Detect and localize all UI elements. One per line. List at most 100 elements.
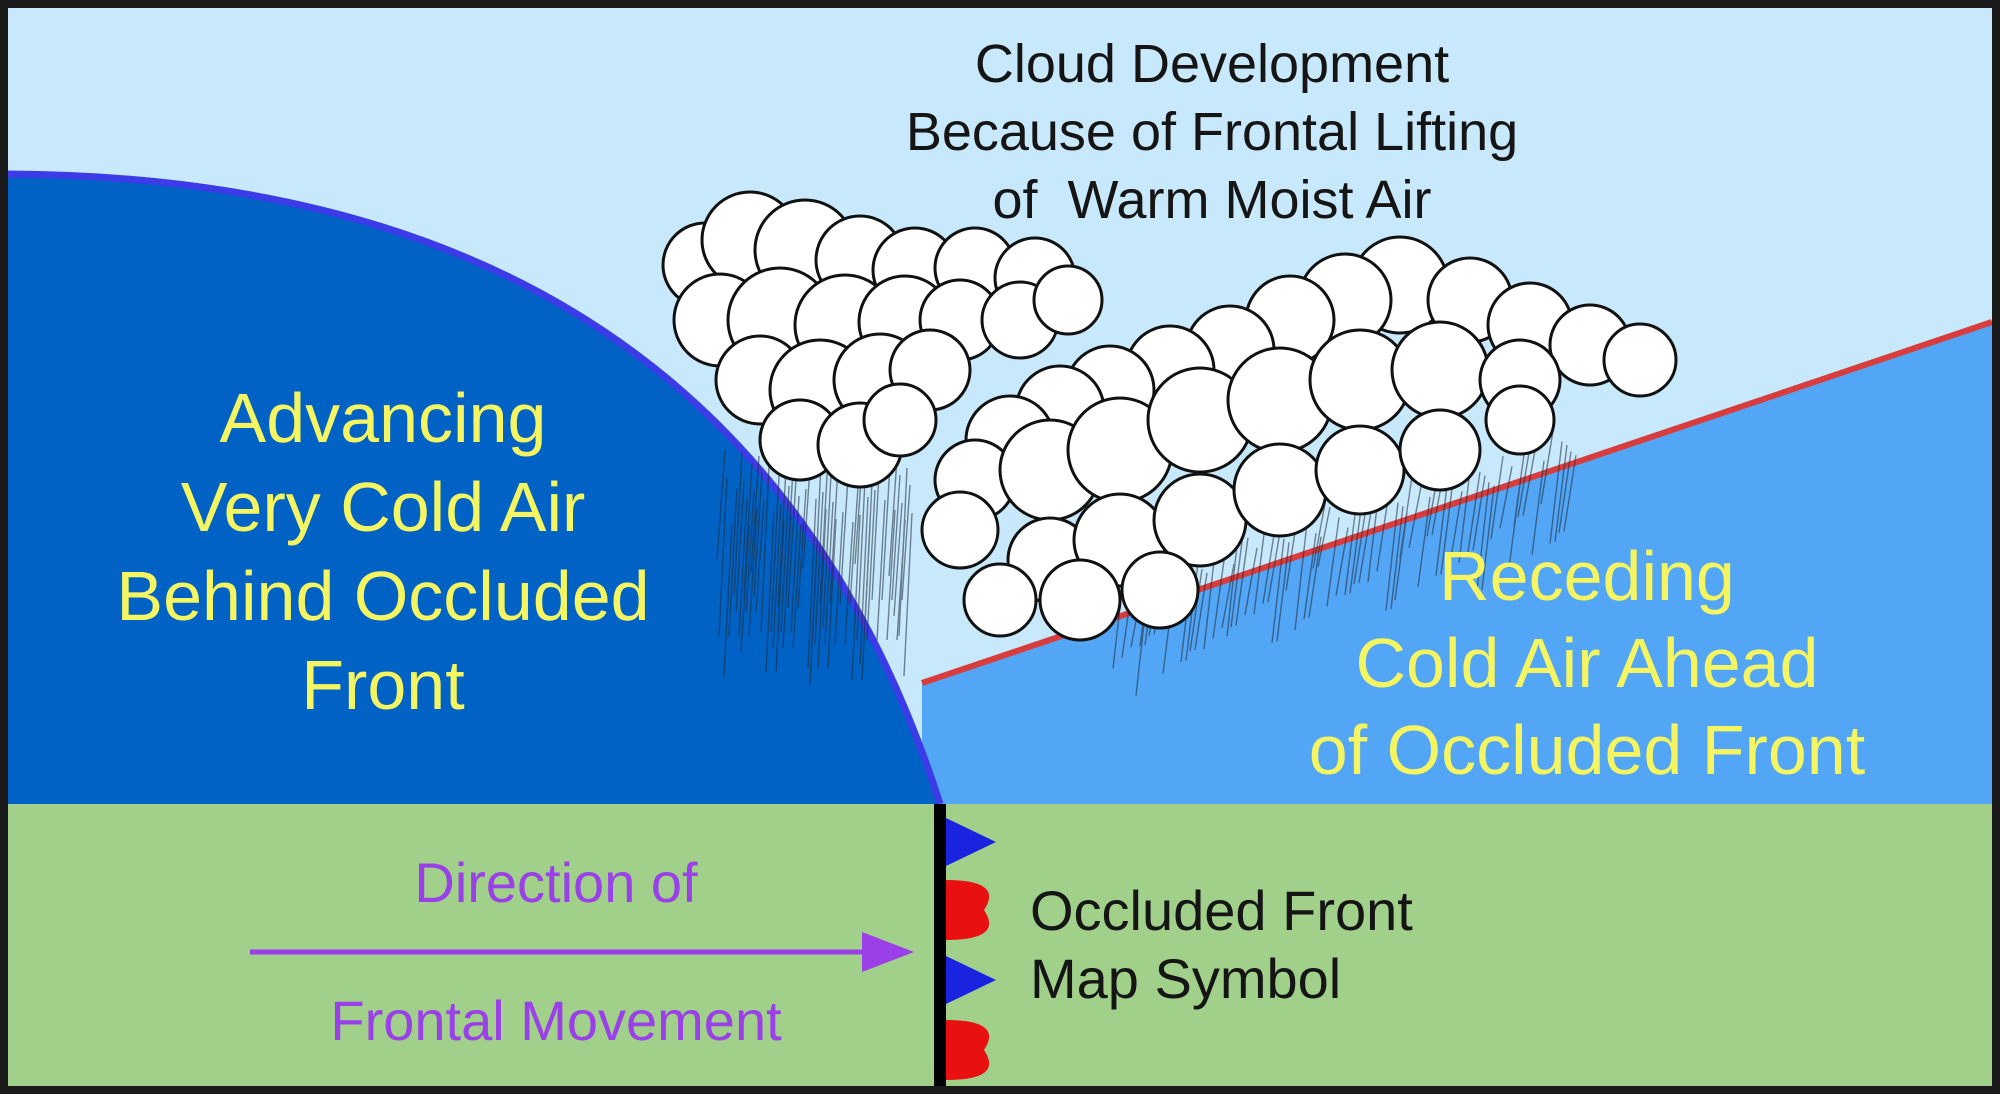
cloud-puff bbox=[1602, 322, 1678, 398]
rain-streak bbox=[1472, 475, 1486, 551]
direction-bottom-text: Frontal Movement bbox=[330, 989, 782, 1052]
rain-streak bbox=[777, 468, 787, 609]
receding-line-2: Cold Air Ahead bbox=[1355, 624, 1818, 702]
rain-streak bbox=[1558, 451, 1572, 533]
cloud-puff bbox=[1232, 442, 1328, 538]
symbol-line-2: Map Symbol bbox=[1030, 947, 1341, 1010]
rain-streak bbox=[740, 525, 750, 653]
rain-streak bbox=[903, 512, 913, 677]
rain-streak bbox=[745, 490, 755, 613]
cumulus-cloud-icon bbox=[661, 190, 1678, 642]
rain-streak bbox=[856, 479, 866, 641]
cloud-puff bbox=[1038, 558, 1122, 642]
rain-streak bbox=[1531, 460, 1545, 555]
rain-streak bbox=[829, 466, 839, 605]
rain-streak bbox=[1517, 446, 1531, 518]
rain-streak bbox=[881, 464, 891, 601]
rain-streak bbox=[1563, 455, 1577, 532]
rain-streak bbox=[1481, 485, 1495, 590]
rain-streak bbox=[849, 486, 859, 605]
rain-streak bbox=[1549, 441, 1563, 544]
rain-streak bbox=[834, 511, 844, 645]
ground-region bbox=[8, 804, 1992, 1086]
cloud-puff bbox=[1390, 320, 1490, 420]
rain-streak bbox=[1308, 536, 1322, 618]
rain-streak bbox=[1467, 471, 1481, 553]
rain-streak bbox=[772, 503, 782, 649]
rain-streak bbox=[735, 480, 745, 613]
rain-streak bbox=[822, 473, 832, 629]
rain-streak bbox=[851, 514, 861, 681]
advancing-line-1: Advancing bbox=[220, 379, 547, 457]
rain-streak bbox=[770, 475, 780, 633]
rain-streak bbox=[893, 502, 903, 617]
rain-streak bbox=[760, 465, 770, 633]
advancing-line-4: Front bbox=[301, 646, 464, 724]
cold-front-boundary-line bbox=[7, 170, 944, 806]
rain-streak bbox=[797, 488, 807, 609]
receding-cold-air-region bbox=[922, 322, 1992, 804]
advancing-cold-air-label: Advancing Very Cold Air Behind Occluded … bbox=[116, 379, 649, 724]
rain-streak bbox=[901, 484, 911, 601]
rain-streak bbox=[775, 520, 785, 673]
rain-streak bbox=[1267, 531, 1281, 603]
occluded-front-ground-line bbox=[934, 804, 946, 1086]
rain-streak bbox=[1262, 528, 1276, 604]
rain-streak bbox=[1312, 503, 1326, 569]
cloud-puff bbox=[1314, 424, 1406, 516]
receding-cold-air-label: Receding Cold Air Ahead of Occluded Fron… bbox=[1309, 537, 1865, 789]
cloud-puff bbox=[920, 490, 1000, 570]
cloud-puff bbox=[1120, 550, 1200, 630]
cloud-puff bbox=[1398, 408, 1482, 492]
rain-streak bbox=[1490, 455, 1504, 540]
warm-front-semicircle bbox=[946, 880, 990, 940]
rain-streak bbox=[817, 508, 827, 669]
rain-streak bbox=[844, 521, 854, 645]
title-line-1: Cloud Development bbox=[975, 34, 1449, 94]
rain-streak bbox=[1385, 502, 1399, 611]
rain-streak bbox=[1435, 477, 1449, 576]
warm-front-semicircle bbox=[946, 1020, 990, 1080]
symbol-line-1: Occluded Front bbox=[1030, 879, 1413, 942]
rain-streak bbox=[1276, 542, 1290, 642]
rain-streak bbox=[1499, 466, 1513, 529]
rain-streak bbox=[819, 456, 829, 605]
advancing-line-3: Behind Occluded bbox=[116, 557, 649, 635]
rain-streak bbox=[859, 496, 869, 665]
rain-streak bbox=[839, 476, 849, 605]
receding-line-3: of Occluded Front bbox=[1309, 711, 1865, 789]
rain-streak bbox=[765, 510, 775, 673]
rain-streak bbox=[728, 487, 738, 637]
rain-streak bbox=[1212, 553, 1226, 639]
rain-streak bbox=[1408, 486, 1422, 548]
rain-streak bbox=[716, 449, 726, 561]
rain-streak bbox=[1326, 517, 1340, 607]
rain-streak bbox=[1271, 538, 1285, 643]
map-symbol-label: Occluded Front Map Symbol bbox=[1030, 879, 1413, 1010]
rain-streak bbox=[1317, 506, 1331, 568]
rain-streak bbox=[898, 467, 908, 637]
cloud-development-title: Cloud Development Because of Frontal Lif… bbox=[906, 34, 1518, 230]
rain-streak bbox=[861, 524, 871, 681]
rain-streak bbox=[891, 474, 901, 601]
rain-streak bbox=[888, 457, 898, 577]
rain-streak bbox=[748, 507, 758, 637]
rain-streak bbox=[1540, 430, 1554, 505]
receding-line-1: Receding bbox=[1439, 537, 1735, 615]
rain-streak bbox=[753, 472, 763, 597]
advancing-cold-air-region bbox=[8, 174, 940, 804]
rain-streak bbox=[807, 498, 817, 669]
rain-streak bbox=[750, 455, 760, 573]
direction-label: Direction of Frontal Movement bbox=[330, 851, 782, 1052]
rain-streak bbox=[1476, 482, 1490, 592]
advancing-line-2: Very Cold Air bbox=[181, 468, 586, 546]
rain-streak bbox=[1335, 527, 1349, 596]
rain-streak bbox=[1194, 572, 1208, 651]
rain-streak bbox=[1449, 491, 1463, 564]
title-line-2: Because of Frontal Lifting bbox=[906, 102, 1518, 162]
rain-streak bbox=[787, 478, 797, 609]
rain-streak bbox=[1294, 522, 1308, 630]
rain-streak bbox=[1390, 506, 1404, 610]
rain-streaks-icon bbox=[716, 430, 1577, 696]
direction-top-text: Direction of bbox=[414, 851, 698, 914]
